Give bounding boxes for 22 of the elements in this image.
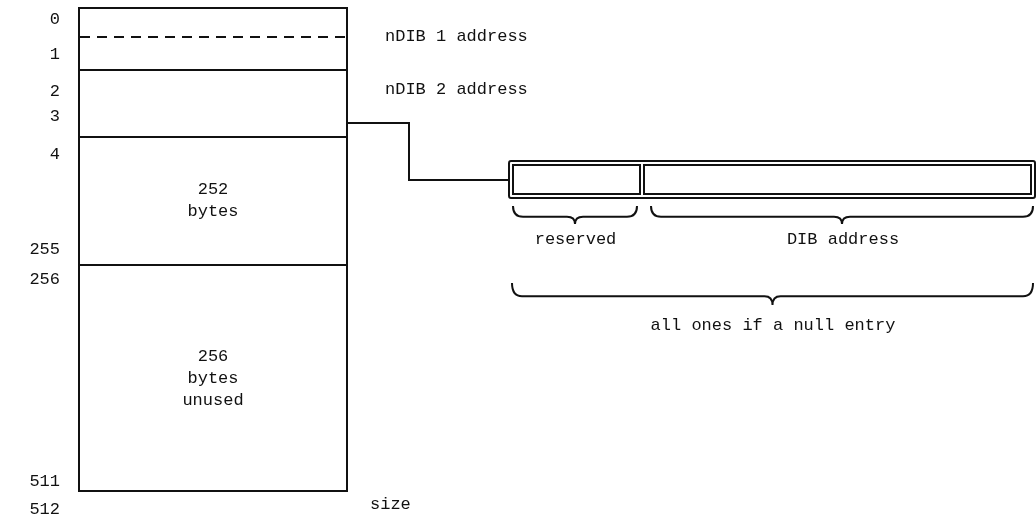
offset-number: 2 xyxy=(48,82,60,102)
section-label: 256 bytes unused xyxy=(181,346,245,412)
memory-block xyxy=(78,7,348,492)
offset-number: 1 xyxy=(48,45,60,65)
field-caption: DIB address xyxy=(785,230,901,250)
field-caption: nDIB 2 address xyxy=(385,80,528,100)
offset-number: 0 xyxy=(48,10,60,30)
section-label: 252 bytes xyxy=(186,179,240,223)
memory-field xyxy=(643,164,1032,195)
entry-record xyxy=(508,160,1036,199)
offset-number: 256 xyxy=(28,270,60,290)
note: all ones if a null entry xyxy=(649,316,897,336)
offset-number: 255 xyxy=(28,240,60,260)
axis-caption: size xyxy=(370,495,411,515)
field-caption: reserved xyxy=(533,230,618,250)
offset-number: 4 xyxy=(48,145,60,165)
offset-number: 3 xyxy=(48,107,60,127)
offset-number: 511 xyxy=(28,472,60,492)
offset-number: 512 xyxy=(28,500,60,520)
field-caption: nDIB 1 address xyxy=(385,27,528,47)
memory-field xyxy=(512,164,641,195)
connector-line xyxy=(347,122,509,181)
